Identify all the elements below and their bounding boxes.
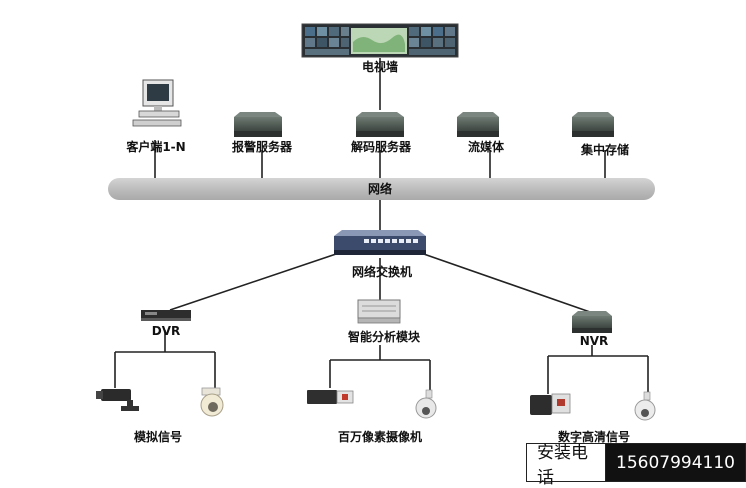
install-phone-label: 安装电话 (527, 443, 607, 488)
hd-dome-camera-icon (634, 391, 656, 421)
alarm-server-icon (234, 112, 282, 137)
connector-lines (114, 58, 649, 394)
decode-server-icon (356, 112, 404, 137)
nvr-label: NVR (579, 334, 609, 348)
alarm-server-label: 报警服务器 (231, 140, 293, 154)
decode-server-label: 解码服务器 (350, 140, 412, 154)
install-phone-number: 15607994110 (606, 444, 745, 481)
nvr-icon (572, 311, 612, 333)
hd-box-camera-icon (530, 393, 571, 415)
analog-dome-camera-icon (200, 387, 224, 417)
storage-server-icon (572, 112, 614, 137)
dvr-icon (141, 310, 191, 321)
analysis-module-label: 智能分析模块 (347, 330, 421, 344)
megapixel-camera-label: 百万像素摄像机 (337, 430, 423, 444)
video-wall-icon (301, 23, 459, 58)
network-bar (108, 178, 655, 200)
streaming-label: 流媒体 (467, 140, 505, 154)
digital-hd-signal-label: 数字高清信号 (557, 430, 631, 444)
megapixel-dome-camera-icon (415, 389, 437, 419)
analog-signal-label: 模拟信号 (133, 430, 183, 444)
streaming-server-icon (457, 112, 499, 137)
video-wall-label: 电视墙 (361, 60, 399, 74)
switch-label: 网络交换机 (351, 265, 413, 279)
network-label: 网络 (367, 182, 393, 196)
dvr-label: DVR (151, 324, 181, 338)
install-phone-banner: 安装电话 15607994110 (526, 443, 746, 488)
megapixel-box-camera-icon (307, 390, 354, 404)
central-storage-label: 集中存储 (580, 143, 630, 157)
computer-icon (132, 79, 182, 127)
network-switch-icon (334, 230, 426, 255)
client-label: 客户端1-N (126, 140, 186, 154)
analog-box-camera-icon (96, 389, 139, 411)
analysis-module-icon (357, 299, 401, 324)
